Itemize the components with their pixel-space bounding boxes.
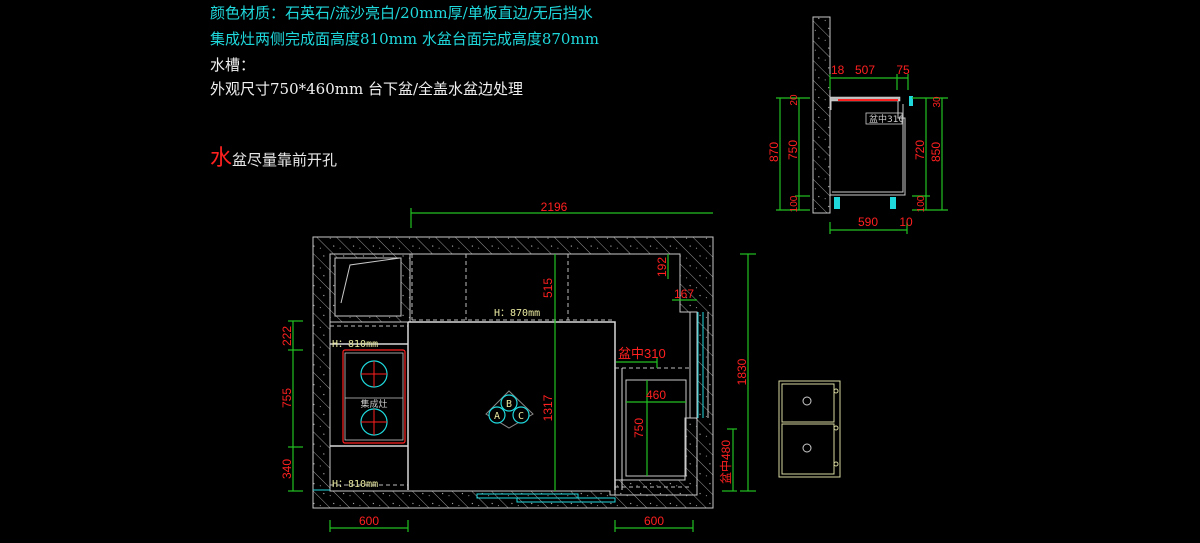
section-dim-100-left: 100 <box>789 195 800 212</box>
dim-600-right: 600 <box>644 514 664 528</box>
dim-600-left: 600 <box>359 514 379 528</box>
corner-block-br <box>614 417 698 496</box>
sink-position-note-first-char: 水 <box>210 146 233 171</box>
section-dim-870: 870 <box>767 142 781 162</box>
upper-cabinets <box>330 254 690 488</box>
sink-basin <box>625 379 687 477</box>
dim-sink-center-310: 盆中310 <box>618 346 666 361</box>
section-sink-center: 盆中310 <box>869 113 904 125</box>
counter-height-label: H：870mm <box>494 308 540 319</box>
dim-1317: 1317 <box>541 394 555 421</box>
leg <box>834 197 840 209</box>
section-dim-30: 30 <box>932 96 943 108</box>
fridge-box <box>334 257 402 317</box>
section-dim-75: 75 <box>896 63 910 77</box>
section-dim-20: 20 <box>789 94 800 106</box>
fridge-outline <box>340 257 401 304</box>
section-dim-750: 750 <box>786 140 800 160</box>
integrated-stove <box>342 349 406 444</box>
window <box>697 312 704 418</box>
sink-position-note: 水盆尽量靠前开孔 <box>210 140 337 172</box>
sink-top-view <box>778 380 841 478</box>
section-view: 盆中310 18 507 75 870 750 20 <box>767 16 948 234</box>
section-dim-10: 10 <box>899 215 913 229</box>
dim-515: 515 <box>541 278 555 298</box>
section-dim-850: 850 <box>929 142 943 162</box>
dim-2196: 2196 <box>541 200 568 214</box>
burner-icon <box>360 408 388 436</box>
dim-sink-center-480: 盆中480 <box>718 440 733 484</box>
stove-height-label-top: H：810mm <box>332 339 378 350</box>
label-b: B <box>506 399 512 410</box>
counter-edge <box>408 321 616 490</box>
stove-height-label-bottom: H：810mm <box>332 479 378 490</box>
section-wall <box>812 16 831 214</box>
section-dim-100-right: 100 <box>916 195 927 212</box>
leg <box>890 197 896 209</box>
dim-192: 192 <box>655 257 669 277</box>
stove-label: 集成灶 <box>360 398 387 410</box>
dim-460: 460 <box>646 388 666 402</box>
burner-icon <box>360 360 388 388</box>
section-dim-720: 720 <box>913 140 927 160</box>
section-dimension-lines <box>776 74 948 234</box>
dimension-lines <box>288 208 756 532</box>
dim-750: 750 <box>632 418 646 438</box>
section-dim-507: 507 <box>855 63 875 77</box>
dim-1830: 1830 <box>735 358 749 385</box>
abc-symbol: B A C <box>485 390 534 429</box>
label-a: A <box>494 411 500 422</box>
plan-view: 集成灶 B A C H：870mm H：810mm H：810mm <box>280 200 756 532</box>
sink-heading: 水槽： <box>210 56 256 74</box>
sliding-door-panel <box>516 497 616 503</box>
label-c: C <box>518 411 524 422</box>
material-note: 颜色材质：石英石/流沙亮白/20mm厚/单板直边/无后挡水 <box>210 4 593 22</box>
section-dim-18: 18 <box>831 63 845 77</box>
dim-222: 222 <box>280 326 294 346</box>
sink-position-note-rest: 盆尽量靠前开孔 <box>232 151 338 169</box>
section-dim-590: 590 <box>858 215 878 229</box>
dim-167: 167 <box>674 287 694 301</box>
height-note: 集成灶两侧完成面高度810mm 水盆台面完成高度870mm <box>210 30 599 48</box>
dim-340: 340 <box>280 459 294 479</box>
dim-755: 755 <box>280 388 294 408</box>
sink-size-note: 外观尺寸750*460mm 台下盆/全盖水盆边处理 <box>210 80 524 98</box>
